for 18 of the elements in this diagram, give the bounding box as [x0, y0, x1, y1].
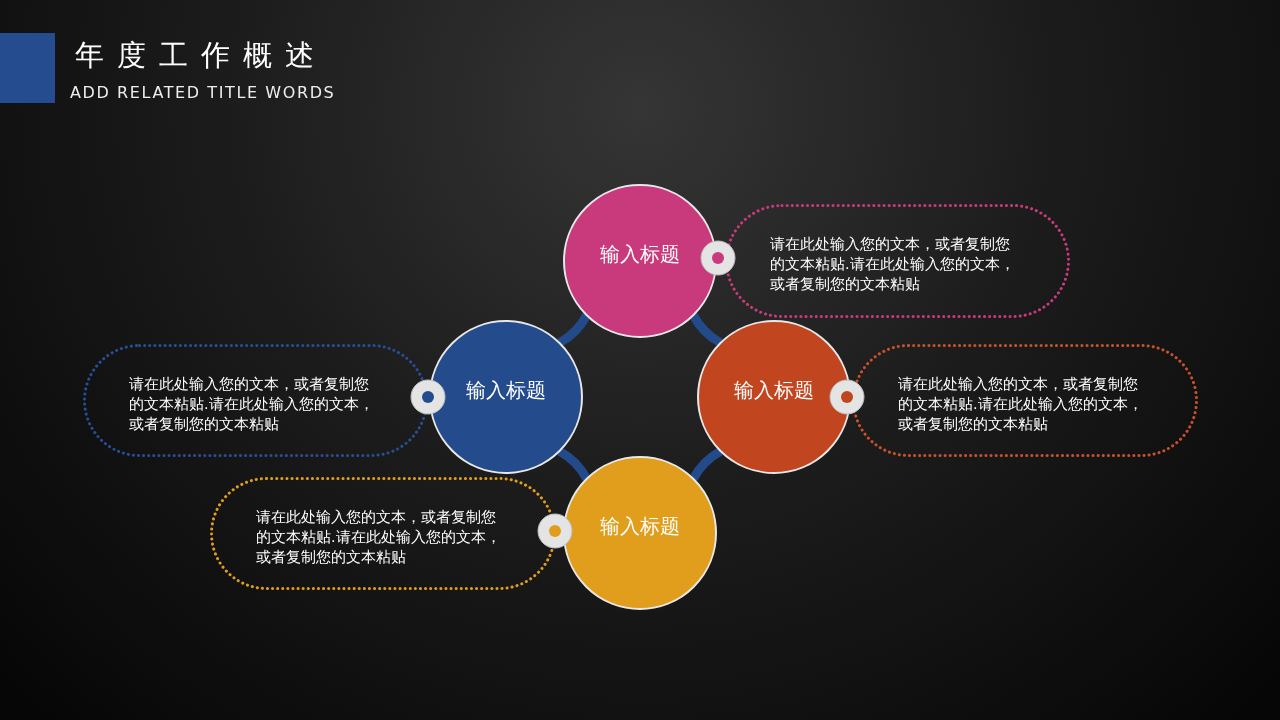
body-text: 请在此处输入您的文本，或者复制您的文本粘贴.请在此处输入您的文本，或者复制您的文本粘贴 — [898, 375, 1144, 434]
slide-title: 年度工作概述 — [75, 37, 327, 74]
circle-title: 输入标题 — [733, 377, 815, 404]
title-circle — [697, 320, 851, 474]
body-text: 请在此处输入您的文本，或者复制您的文本粘贴.请在此处输入您的文本，或者复制您的文本粘贴 — [256, 508, 502, 567]
title-circle — [563, 456, 717, 610]
connector-arc — [689, 312, 723, 347]
subtitle: ADD RELATED TITLE WORDS — [70, 83, 336, 102]
connector-arc — [557, 312, 591, 347]
circle-title: 输入标题 — [599, 513, 681, 540]
title-circle — [429, 320, 583, 474]
connector-arc — [689, 447, 723, 482]
body-text: 请在此处输入您的文本，或者复制您的文本粘贴.请在此处输入您的文本，或者复制您的文本粘贴 — [770, 235, 1016, 294]
title-circle — [563, 184, 717, 338]
body-text: 请在此处输入您的文本，或者复制您的文本粘贴.请在此处输入您的文本，或者复制您的文本粘贴 — [129, 375, 375, 434]
circle-title: 输入标题 — [465, 377, 547, 404]
circle-title: 输入标题 — [599, 241, 681, 268]
connector-arc — [557, 447, 591, 482]
